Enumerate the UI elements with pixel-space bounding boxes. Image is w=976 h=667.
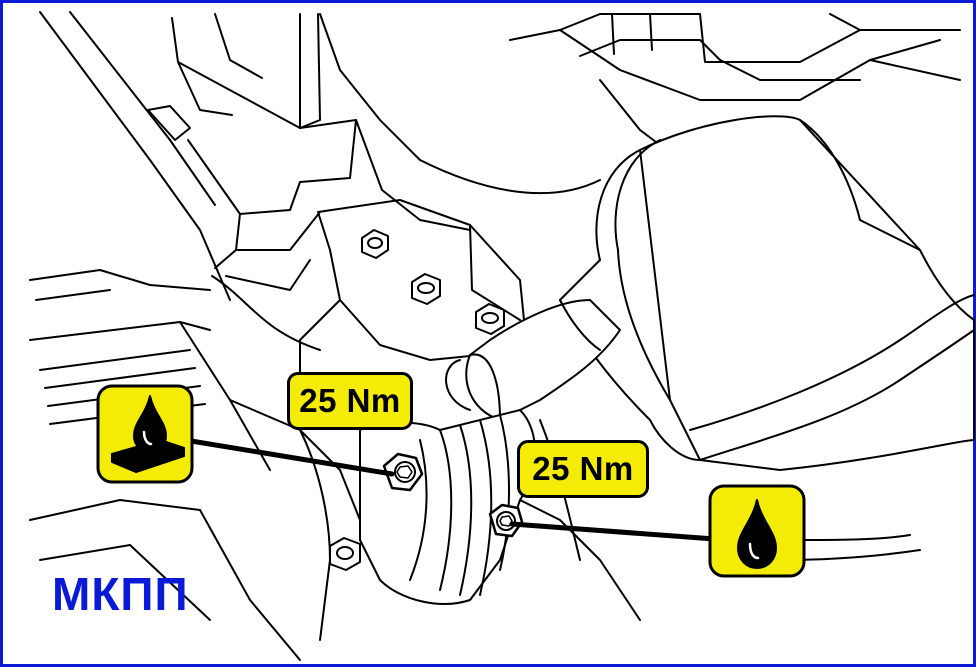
flange-bolt-right — [488, 503, 524, 538]
sealant-drop-on-surface-icon — [96, 384, 194, 484]
hex-bolt — [475, 303, 505, 335]
exhaust-pipe-joint — [445, 299, 621, 421]
body-panels — [39, 11, 471, 351]
hex-bolt — [411, 273, 441, 305]
flange-bolt-left — [382, 452, 424, 492]
hex-bolt — [361, 229, 389, 259]
torque-label-left: 25 Nm — [287, 372, 413, 430]
catalytic-converter — [559, 115, 975, 471]
underbody-structure — [419, 13, 961, 195]
hex-bolt — [329, 537, 361, 571]
torque-label-right: 25 Nm — [517, 440, 649, 498]
leader-line-sealant — [182, 437, 395, 477]
gearbox-caption: МКПП — [52, 568, 189, 620]
oil-drop-icon — [708, 484, 806, 578]
leader-line-oil — [509, 521, 731, 543]
